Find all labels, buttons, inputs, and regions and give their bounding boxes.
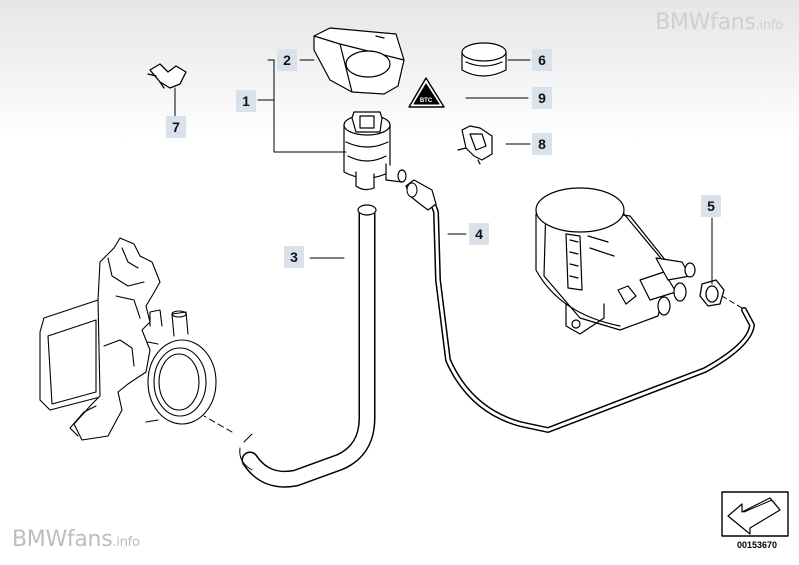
watermark-top: BMWfans.info	[655, 10, 783, 35]
callout-8[interactable]: 8	[532, 133, 552, 155]
warning-label-9	[408, 77, 445, 108]
callout-3[interactable]: 3	[284, 246, 304, 268]
leader-lines	[174, 59, 713, 285]
warning-label-text: BTC	[420, 98, 433, 104]
watermark-bottom-brand: BMWfans	[12, 527, 113, 552]
hose-3	[203, 204, 377, 488]
watermark-bottom: BMWfans.info	[12, 527, 140, 552]
charcoal-canister	[535, 187, 696, 335]
holder-2	[313, 27, 405, 95]
hose-4	[405, 179, 755, 433]
callout-1[interactable]: 1	[236, 90, 256, 112]
clip-8	[457, 125, 493, 165]
watermark-bottom-suffix: .info	[112, 535, 140, 550]
callout-4[interactable]: 4	[469, 223, 489, 245]
throttle-housing	[39, 237, 217, 441]
clip-7	[147, 63, 187, 89]
callout-2[interactable]: 2	[277, 49, 297, 71]
diagram-id: 00153670	[736, 540, 778, 550]
valve-1	[343, 111, 407, 191]
watermark-top-brand: BMWfans	[655, 10, 756, 35]
hose-clamp-5	[699, 279, 725, 307]
cap-6	[461, 42, 507, 77]
callout-9[interactable]: 9	[532, 87, 552, 109]
callout-6[interactable]: 6	[532, 49, 552, 71]
watermark-top-suffix: .info	[755, 18, 784, 33]
callout-5[interactable]: 5	[701, 195, 721, 217]
callout-7[interactable]: 7	[166, 116, 186, 138]
diagram-reference-symbol	[721, 491, 789, 537]
